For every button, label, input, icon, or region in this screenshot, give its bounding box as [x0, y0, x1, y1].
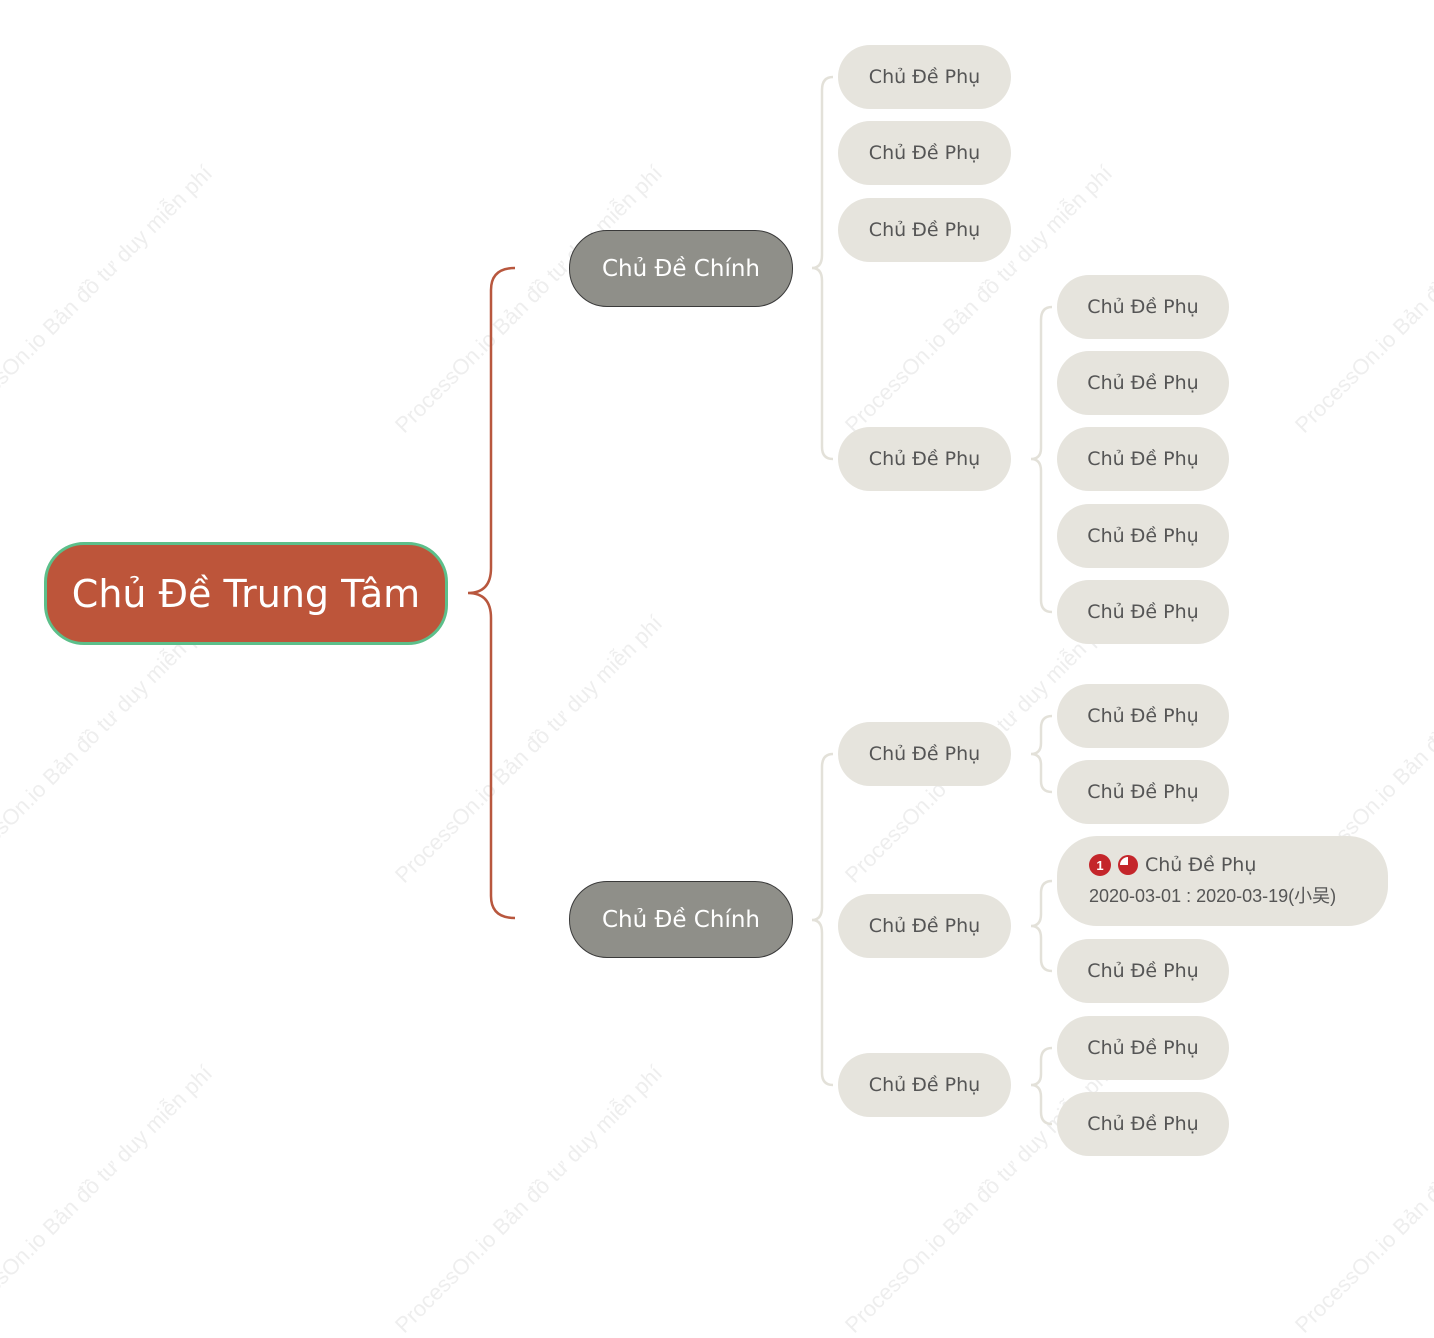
subtopic-label: Chủ Đề Phụ	[1145, 854, 1257, 876]
subtopic-2-3-1[interactable]: Chủ Đề Phụ	[1057, 1016, 1229, 1080]
task-date-range: 2020-03-01 : 2020-03-19(小吴)	[1089, 886, 1337, 906]
subtopic-2-2[interactable]: Chủ Đề Phụ	[838, 894, 1011, 958]
branch-2-connector	[811, 752, 834, 1087]
subtopic-label: Chủ Đề Phụ	[1087, 296, 1199, 318]
subtopic-2-3-2[interactable]: Chủ Đề Phụ	[1057, 1092, 1229, 1156]
subtopic-label: Chủ Đề Phụ	[1087, 601, 1199, 623]
subtopic-1-1[interactable]: Chủ Đề Phụ	[838, 45, 1011, 109]
priority-1-icon: 1	[1089, 854, 1111, 876]
subtopic-label: Chủ Đề Phụ	[868, 1074, 981, 1096]
subtopic-1-3[interactable]: Chủ Đề Phụ	[838, 198, 1011, 262]
subtopic-1-4-2[interactable]: Chủ Đề Phụ	[1057, 351, 1229, 415]
sub-group-3-connector	[1030, 879, 1053, 973]
subtopic-label: Chủ Đề Phụ	[1087, 781, 1199, 803]
subtopic-label: Chủ Đề Phụ	[1087, 960, 1199, 982]
progress-75-icon	[1118, 855, 1138, 875]
subtopic-label: Chủ Đề Phụ	[1087, 705, 1199, 727]
sub-group-2-connector	[1030, 714, 1053, 794]
root-connector	[467, 266, 516, 920]
task-header: 1 Chủ Đề Phụ	[1089, 854, 1256, 876]
central-topic[interactable]: Chủ Đề Trung Tâm	[44, 542, 448, 645]
subtopic-2-1-1[interactable]: Chủ Đề Phụ	[1057, 684, 1229, 748]
central-topic-label: Chủ Đề Trung Tâm	[71, 571, 421, 616]
subtopic-label: Chủ Đề Phụ	[868, 448, 981, 470]
subtopic-label: Chủ Đề Phụ	[1087, 372, 1199, 394]
subtopic-2-1-2[interactable]: Chủ Đề Phụ	[1057, 760, 1229, 824]
branch-1-connector	[811, 75, 834, 461]
subtopic-1-4-5[interactable]: Chủ Đề Phụ	[1057, 580, 1229, 644]
subtopic-label: Chủ Đề Phụ	[1087, 1113, 1199, 1135]
subtopic-2-2-1-task[interactable]: 1 Chủ Đề Phụ 2020-03-01 : 2020-03-19(小吴)	[1057, 836, 1388, 926]
subtopic-1-2[interactable]: Chủ Đề Phụ	[838, 121, 1011, 185]
subtopic-2-1[interactable]: Chủ Đề Phụ	[838, 722, 1011, 786]
subtopic-label: Chủ Đề Phụ	[1087, 1037, 1199, 1059]
subtopic-2-3[interactable]: Chủ Đề Phụ	[838, 1053, 1011, 1117]
sub-group-4-connector	[1030, 1046, 1053, 1126]
main-topic-2[interactable]: Chủ Đề Chính	[569, 881, 793, 958]
main-topic-label: Chủ Đề Chính	[602, 255, 760, 282]
subtopic-1-4-1[interactable]: Chủ Đề Phụ	[1057, 275, 1229, 339]
subtopic-label: Chủ Đề Phụ	[868, 219, 981, 241]
main-topic-1[interactable]: Chủ Đề Chính	[569, 230, 793, 307]
subtopic-label: Chủ Đề Phụ	[1087, 448, 1199, 470]
subtopic-label: Chủ Đề Phụ	[868, 743, 981, 765]
subtopic-1-4-3[interactable]: Chủ Đề Phụ	[1057, 427, 1229, 491]
subtopic-label: Chủ Đề Phụ	[868, 915, 981, 937]
subtopic-label: Chủ Đề Phụ	[868, 142, 981, 164]
main-topic-label: Chủ Đề Chính	[602, 906, 760, 933]
sub-group-1-connector	[1030, 305, 1053, 614]
subtopic-1-4[interactable]: Chủ Đề Phụ	[838, 427, 1011, 491]
subtopic-label: Chủ Đề Phụ	[868, 66, 981, 88]
subtopic-label: Chủ Đề Phụ	[1087, 525, 1199, 547]
subtopic-2-2-2[interactable]: Chủ Đề Phụ	[1057, 939, 1229, 1003]
connector-lines	[467, 75, 1053, 1126]
subtopic-1-4-4[interactable]: Chủ Đề Phụ	[1057, 504, 1229, 568]
